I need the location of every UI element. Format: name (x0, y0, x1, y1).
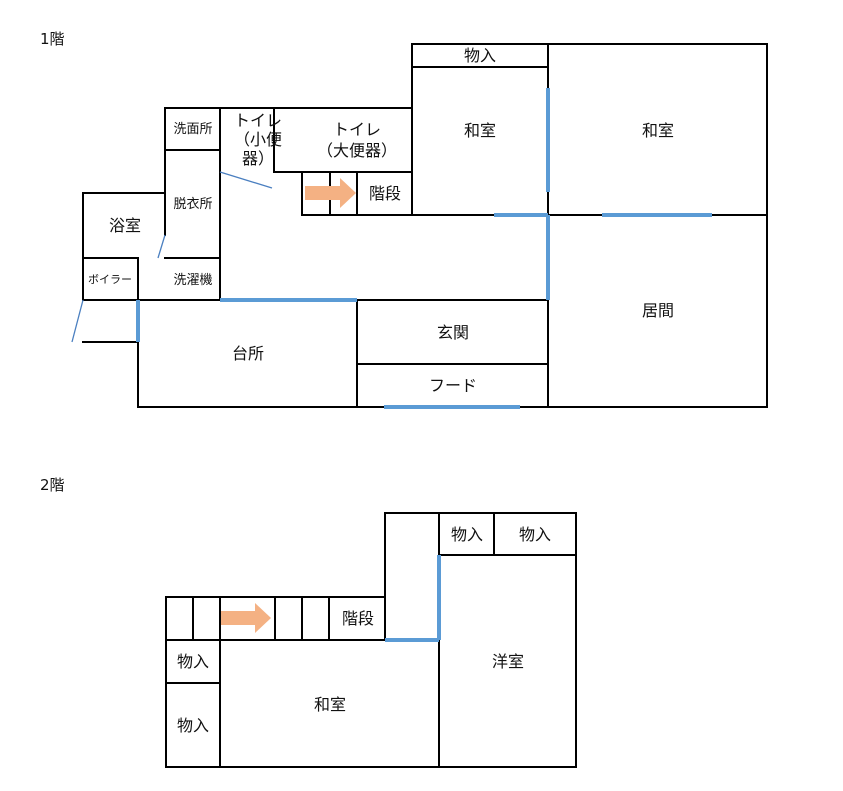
f1-dressing-room-label: 脱衣所 (173, 196, 212, 212)
f1-toilet-small-label-line3: 器） (242, 149, 274, 168)
f2-storage-a-label: 物入 (451, 525, 483, 544)
f1-toilet-large-label-line1: トイレ (333, 120, 381, 139)
f1-kitchen-label: 台所 (232, 344, 264, 363)
f2-stairs-label: 階段 (342, 609, 374, 628)
floor1-walls (82, 43, 768, 408)
floor1-title: 1階 (40, 30, 65, 48)
f2-western-room-label: 洋室 (492, 652, 524, 671)
floor2-stair-arrow (221, 603, 271, 633)
f1-storage-top-label: 物入 (464, 46, 496, 65)
floor2-title: 2階 (40, 476, 65, 494)
floor1-door-openings (71, 88, 712, 409)
floor1-room-labels: 物入 洗面所 トイレ （小便 器） トイレ （大便器） 和室 和室 階段 脱衣所… (88, 46, 674, 395)
f1-washroom-label: 洗面所 (173, 122, 212, 137)
floor2-room-labels: 物入 物入 階段 物入 物入 和室 洋室 (177, 525, 551, 735)
f2-storage-left-1-label: 物入 (177, 652, 209, 671)
floor2-walls (165, 512, 577, 768)
f1-boiler-label: ボイラー (88, 273, 132, 286)
f1-japanese-room-1-label: 和室 (464, 121, 496, 140)
f1-entrance-label: 玄関 (437, 323, 469, 342)
f1-living-room-label: 居間 (642, 301, 674, 320)
floor1-stair-arrow (305, 178, 356, 208)
f1-toilet-large-label-line2: （大便器） (317, 141, 397, 160)
f1-stairs-label: 階段 (369, 184, 401, 203)
floor2-door-openings (385, 555, 441, 642)
f1-japanese-room-2-label: 和室 (642, 121, 674, 140)
f2-storage-left-2-label: 物入 (177, 716, 209, 735)
f1-bathroom-label: 浴室 (109, 216, 141, 235)
f2-japanese-room-label: 和室 (314, 695, 346, 714)
f1-toilet-small-label-line1: トイレ (234, 111, 282, 130)
f1-toilet-small-label-line2: （小便 (234, 130, 282, 149)
f1-laundry-label: 洗濯機 (173, 273, 212, 288)
f1-hood-label: フード (429, 376, 477, 395)
f2-storage-b-label: 物入 (519, 525, 551, 544)
